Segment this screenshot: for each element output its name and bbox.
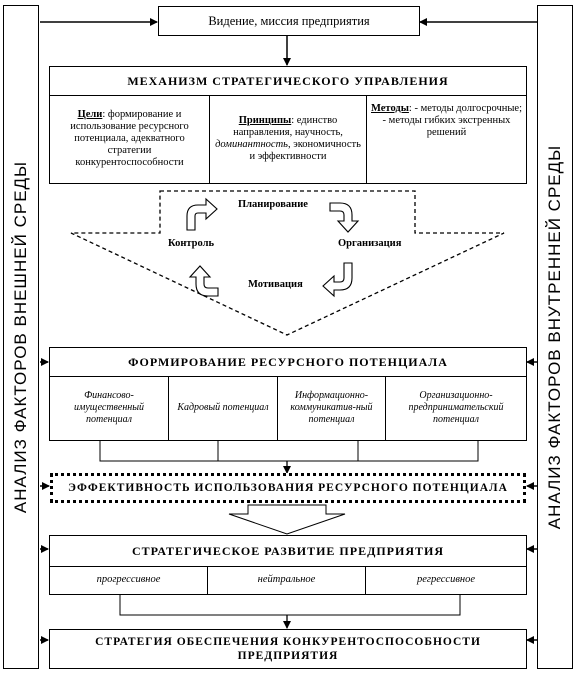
development-regressive: регрессивное	[416, 574, 476, 585]
cycle-arrow-organization-to-motivation	[322, 262, 353, 298]
methods-text: : - методы долгосрочные; - методы гибких…	[382, 103, 522, 138]
resource-information: Информационно-коммуникатив-ный потенциал	[278, 376, 386, 440]
development-neutral: нейтральное	[208, 566, 366, 594]
mission-box: Видение, миссия предприятия	[158, 6, 420, 36]
cycle-arrow-motivation-to-control	[188, 265, 219, 297]
resource-title: ФОРМИРОВАНИЕ РЕСУРСНОГО ПОТЕНЦИАЛА	[50, 348, 526, 377]
strategy-box: СТРАТЕГИЯ ОБЕСПЕЧЕНИЯ КОНКУРЕНТОСПОСОБНО…	[49, 629, 527, 669]
cycle-planning: Планирование	[238, 199, 308, 210]
methods-label: Методы	[371, 103, 409, 114]
management-cycle-triangle	[70, 190, 505, 336]
resource-box: ФОРМИРОВАНИЕ РЕСУРСНОГО ПОТЕНЦИАЛА Финан…	[49, 347, 527, 441]
mission-label: Видение, миссия предприятия	[208, 13, 370, 28]
mechanism-methods: Методы: - методы долгосрочные; - методы …	[367, 95, 526, 183]
efficiency-to-development-arrow	[228, 504, 346, 535]
mechanism-principles: Принципы: единство направления, научност…	[210, 95, 367, 183]
goals-text: : формирование и использование ресурсног…	[70, 109, 189, 168]
goals-label: Цели	[77, 109, 103, 120]
cycle-arrow-control-to-planning	[186, 197, 218, 231]
internal-environment-panel: АНАЛИЗ ФАКТОРОВ ВНУТРЕННЕЙ СРЕДЫ	[537, 5, 573, 669]
development-progressive: прогрессивное	[50, 566, 208, 594]
cycle-motivation: Мотивация	[248, 279, 303, 290]
cycle-control: Контроль	[168, 238, 215, 249]
mechanism-box: МЕХАНИЗМ СТРАТЕГИЧЕСКОГО УПРАВЛЕНИЯ Цели…	[49, 66, 527, 184]
cycle-organization: Организация	[338, 238, 402, 249]
development-box: СТРАТЕГИЧЕСКОЕ РАЗВИТИЕ ПРЕДПРИЯТИЯ прог…	[49, 535, 527, 595]
cycle-arrow-planning-to-organization	[329, 202, 360, 233]
resource-financial: Финансово-имущественный потенциал	[50, 376, 169, 440]
mechanism-goals: Цели: формирование и использование ресур…	[50, 95, 210, 183]
resource-personnel: Кадровый потенциал	[169, 376, 278, 440]
development-title: СТРАТЕГИЧЕСКОЕ РАЗВИТИЕ ПРЕДПРИЯТИЯ	[50, 536, 526, 567]
efficiency-box: ЭФФЕКТИВНОСТЬ ИСПОЛЬЗОВАНИЯ РЕСУРСНОГО П…	[50, 473, 526, 503]
principles-label: Принципы	[238, 115, 292, 126]
resource-organizational: Организационно-предпринимательский потен…	[408, 390, 504, 425]
external-environment-panel: АНАЛИЗ ФАКТОРОВ ВНЕШНЕЙ СРЕДЫ	[3, 5, 39, 669]
mechanism-title: МЕХАНИЗМ СТРАТЕГИЧЕСКОГО УПРАВЛЕНИЯ	[50, 67, 526, 96]
